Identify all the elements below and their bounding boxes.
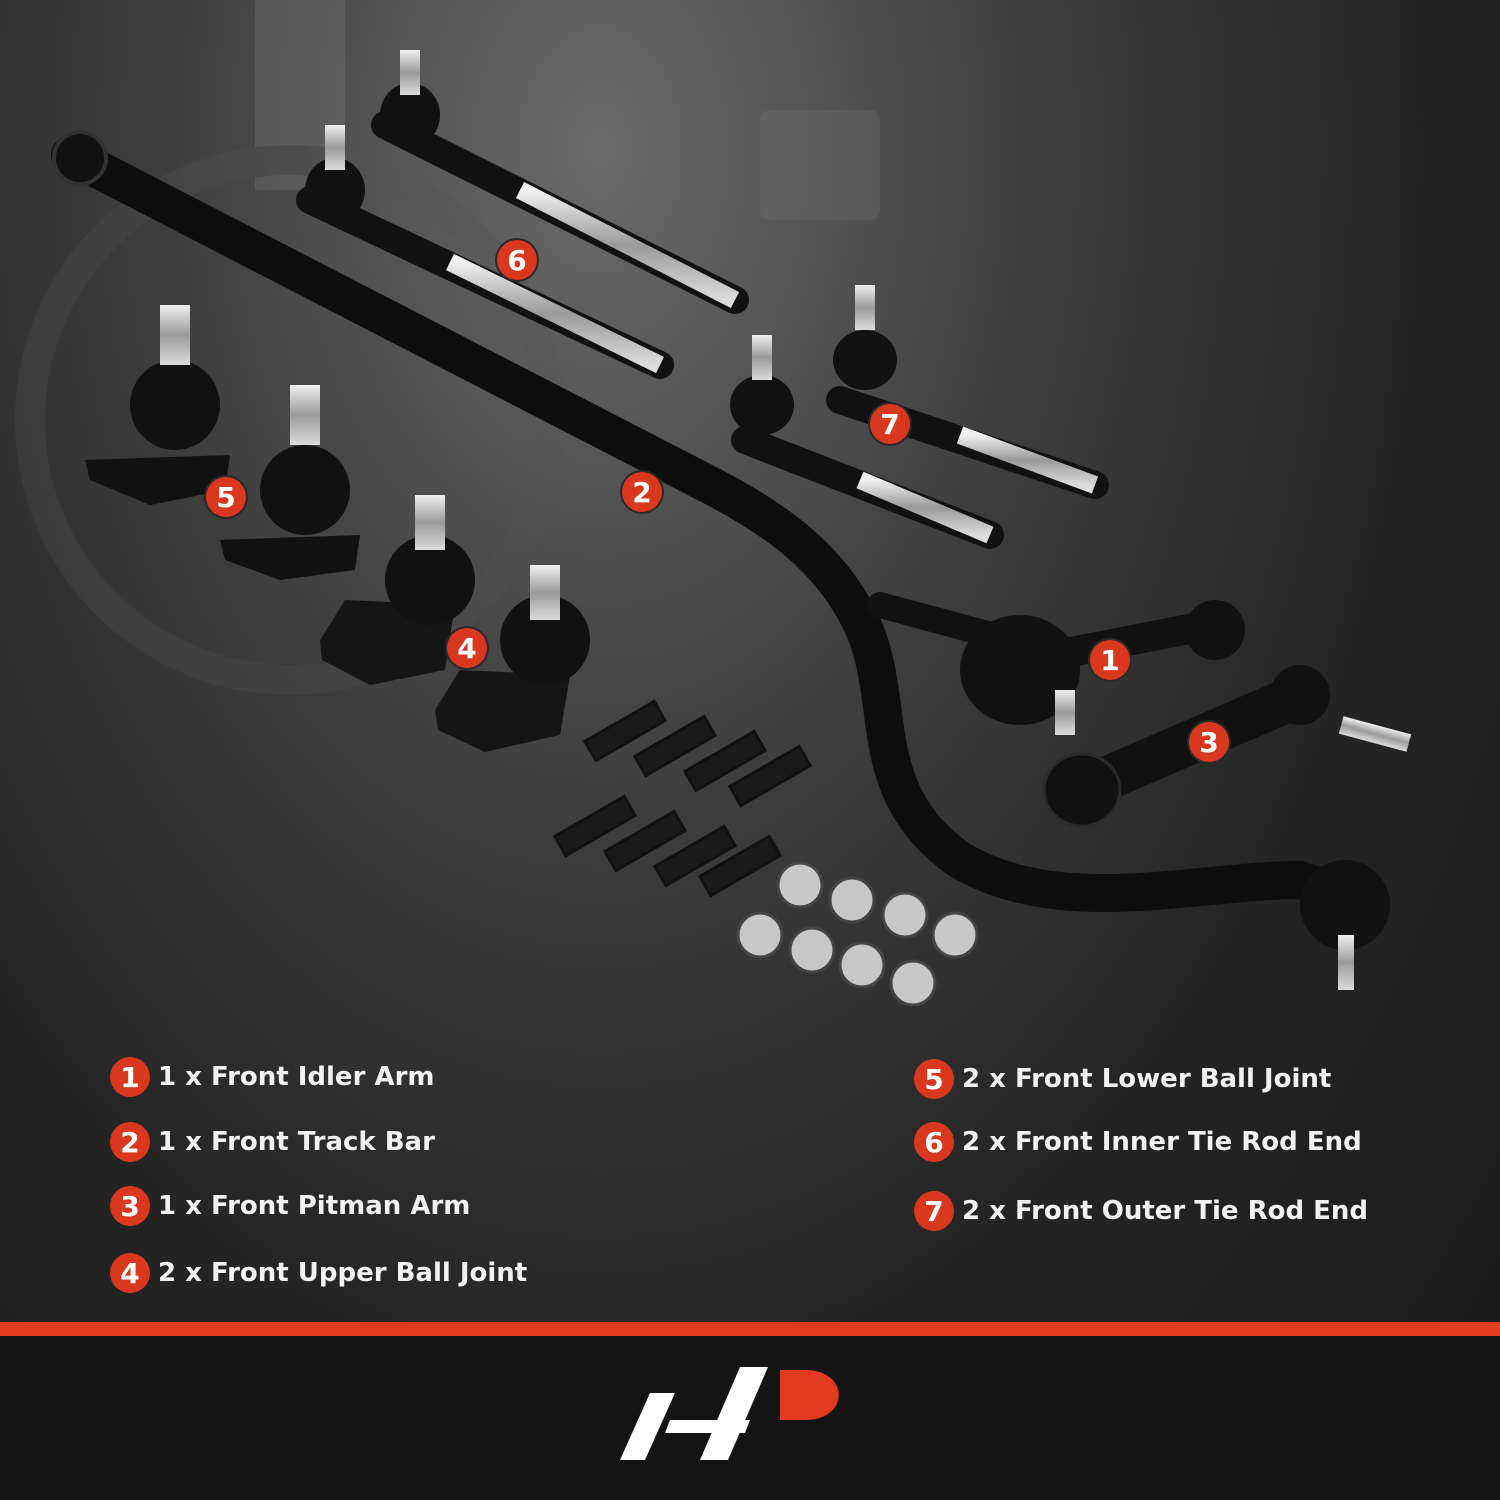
callout-badge-7: 7 [870,404,910,444]
product-photo [15,0,1412,1007]
pitman-arm [1042,665,1412,828]
outer-tie-rod [730,335,1004,549]
legend-label: 1 x Front Track Bar [158,1127,435,1157]
legend-item-7: 7 2 x Front Outer Tie Rod End [914,1189,1368,1233]
accent-divider [0,1322,1500,1336]
legend-item-6: 6 2 x Front Inner Tie Rod End [914,1120,1362,1164]
upper-ball-joint [320,495,475,685]
footer [0,1336,1500,1500]
legend-label: 2 x Front Lower Ball Joint [962,1064,1332,1094]
legend-item-3: 3 1 x Front Pitman Arm [110,1184,470,1228]
callout-badge-3: 3 [1189,722,1229,762]
legend-item-4: 4 2 x Front Upper Ball Joint [110,1251,527,1295]
track-bar [51,136,1379,919]
legend-label: 2 x Front Upper Ball Joint [158,1258,528,1288]
bolts [552,699,813,898]
nuts [736,861,979,1007]
a-premium-logo-icon [620,1367,839,1460]
inner-tie-rod [371,50,749,314]
track-bar-bushing [52,130,108,186]
legend-label: 2 x Front Inner Tie Rod End [962,1127,1362,1157]
legend-item-5: 5 2 x Front Lower Ball Joint [914,1057,1331,1101]
callout-badge-6: 6 [497,240,537,280]
legend-item-2: 2 1 x Front Track Bar [110,1120,435,1164]
outer-tie-rod [826,285,1109,499]
callout-badge-5: 5 [206,477,246,517]
callout-badge-2: 2 [622,472,662,512]
inner-tie-rod [296,125,674,379]
callout-badge-1: 1 [1090,640,1130,680]
lower-ball-joint [220,385,360,580]
legend-label: 1 x Front Pitman Arm [158,1191,471,1221]
upper-ball-joint [435,565,590,752]
callout-badge-4: 4 [447,628,487,668]
idler-arm [867,592,1245,735]
legend-item-1: 1 1 x Front Idler Arm [110,1055,434,1099]
legend-label: 1 x Front Idler Arm [158,1062,435,1092]
lower-ball-joint [85,305,230,505]
legend-label: 2 x Front Outer Tie Rod End [962,1196,1369,1226]
